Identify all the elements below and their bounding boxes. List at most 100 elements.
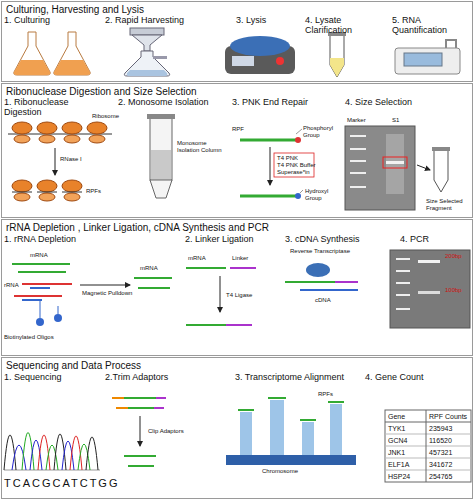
ribosome-illustration bbox=[8, 122, 112, 201]
filter-flask bbox=[127, 70, 168, 76]
count-table bbox=[385, 470, 471, 471]
adaptor-trim bbox=[112, 397, 124, 399]
step-label: 3. cDNA Synthesis bbox=[285, 235, 360, 245]
part-label: Linker bbox=[232, 255, 248, 262]
part-label: mRNA bbox=[30, 252, 48, 259]
count-table bbox=[385, 458, 471, 459]
chromatogram bbox=[62, 441, 74, 470]
end-repair bbox=[295, 137, 301, 143]
gel-image bbox=[350, 186, 366, 188]
ribosome-illustration bbox=[89, 135, 105, 143]
step-label: 1. Ribonuclease Digestion bbox=[4, 98, 84, 118]
ribosome-illustration bbox=[37, 192, 57, 193]
cdna-synthesis bbox=[285, 281, 335, 283]
rrna-depletion bbox=[22, 299, 42, 301]
count-table bbox=[385, 446, 471, 447]
end-repair bbox=[296, 129, 302, 134]
step-label: 1. Sequencing bbox=[4, 373, 62, 383]
step-label: 2.Trim Adaptors bbox=[105, 373, 168, 383]
gel-image bbox=[350, 160, 366, 162]
alignment-plot bbox=[330, 404, 342, 455]
table-cell: 116520 bbox=[429, 437, 452, 445]
chromatogram bbox=[86, 437, 98, 470]
rrna-depletion bbox=[14, 295, 62, 297]
centrifuge-tube bbox=[328, 32, 346, 77]
linker-ligation bbox=[186, 268, 256, 325]
gel-image bbox=[350, 135, 366, 137]
pcr-gel bbox=[396, 308, 410, 310]
linker-ligation bbox=[186, 324, 226, 326]
gel-image bbox=[350, 148, 366, 150]
filter-flask bbox=[124, 51, 169, 76]
cdna-synthesis bbox=[285, 263, 358, 290]
flask-symbol bbox=[14, 32, 50, 75]
ribosome-illustration bbox=[12, 180, 32, 192]
pcr-gel bbox=[396, 270, 410, 272]
step-label: 3. Transcriptome Alignment bbox=[235, 373, 344, 383]
ribosome-illustration bbox=[62, 180, 82, 192]
part-label: Marker bbox=[347, 117, 366, 124]
table-cell: 341672 bbox=[429, 461, 452, 469]
end-repair bbox=[300, 190, 303, 193]
part-label: mRNA bbox=[188, 255, 206, 262]
ribosome-illustration bbox=[39, 135, 55, 143]
step-label: 4. Gene Count bbox=[365, 373, 424, 383]
part-label: T4 Ligase bbox=[226, 292, 252, 299]
adaptor-trim bbox=[140, 416, 141, 446]
gel-image bbox=[417, 165, 430, 170]
filter-flask bbox=[130, 28, 164, 35]
pcr-gel bbox=[390, 250, 470, 328]
linker-ligation bbox=[226, 324, 252, 326]
table-cell: TYK1 bbox=[388, 425, 406, 433]
pcr-gel bbox=[418, 260, 440, 263]
spectrophotometer bbox=[446, 40, 456, 48]
part-label: Ribosome bbox=[92, 113, 119, 120]
adaptor-trim bbox=[116, 407, 128, 409]
end-repair bbox=[240, 139, 296, 142]
part-label: RPF bbox=[232, 126, 244, 133]
rrna-depletion bbox=[12, 263, 70, 265]
filter-flask bbox=[132, 35, 162, 51]
table-cell: ELF1A bbox=[388, 461, 409, 469]
end-repair bbox=[270, 147, 271, 185]
alignment-plot bbox=[240, 412, 252, 455]
step-label: 3. PNK End Repair bbox=[232, 98, 308, 108]
spectrophotometer bbox=[395, 48, 460, 74]
mill-device bbox=[230, 36, 290, 56]
spin-column bbox=[150, 118, 172, 180]
part-label: Magnetic Pulldown bbox=[82, 290, 132, 297]
gel-image bbox=[383, 157, 407, 168]
cdna-synthesis bbox=[300, 289, 358, 291]
step-label: 4. Size Selection bbox=[345, 98, 412, 108]
spin-column bbox=[150, 180, 172, 198]
adaptor-trim bbox=[128, 465, 154, 467]
table-cell: 457321 bbox=[429, 449, 452, 457]
alignment-plot bbox=[270, 400, 284, 455]
end-repair bbox=[240, 195, 296, 198]
ribosome-illustration bbox=[37, 122, 57, 134]
step-label: 2. Monosome Isolation bbox=[118, 98, 209, 108]
mill-device bbox=[276, 57, 284, 65]
centrifuge-tube bbox=[330, 58, 344, 77]
chromatogram bbox=[4, 435, 16, 470]
part-label: Superase*in bbox=[277, 169, 310, 176]
rrna-depletion bbox=[134, 277, 172, 279]
adaptor-trim bbox=[156, 397, 166, 399]
pcr-gel bbox=[396, 258, 410, 260]
step-label: 2. Linker Ligation bbox=[185, 235, 254, 245]
part-label: Chromosome bbox=[262, 468, 298, 475]
part-label: Hydroxyl Group bbox=[305, 188, 345, 201]
part-label: RPFs bbox=[86, 188, 101, 195]
spectrophotometer bbox=[395, 40, 460, 74]
ribosome-illustration bbox=[14, 135, 30, 143]
part-label: RPFs bbox=[318, 391, 333, 398]
part-label: cDNA bbox=[315, 297, 331, 304]
ribosome-illustration bbox=[64, 135, 80, 143]
adaptor-trim bbox=[154, 407, 164, 409]
ribosome-illustration bbox=[87, 122, 107, 134]
step-label: 2. Rapid Harvesting bbox=[105, 16, 184, 26]
step-label: 1. rRNA Depletion bbox=[4, 235, 76, 245]
step-label: 3. Lysis bbox=[236, 16, 266, 26]
gel-image bbox=[386, 161, 404, 164]
